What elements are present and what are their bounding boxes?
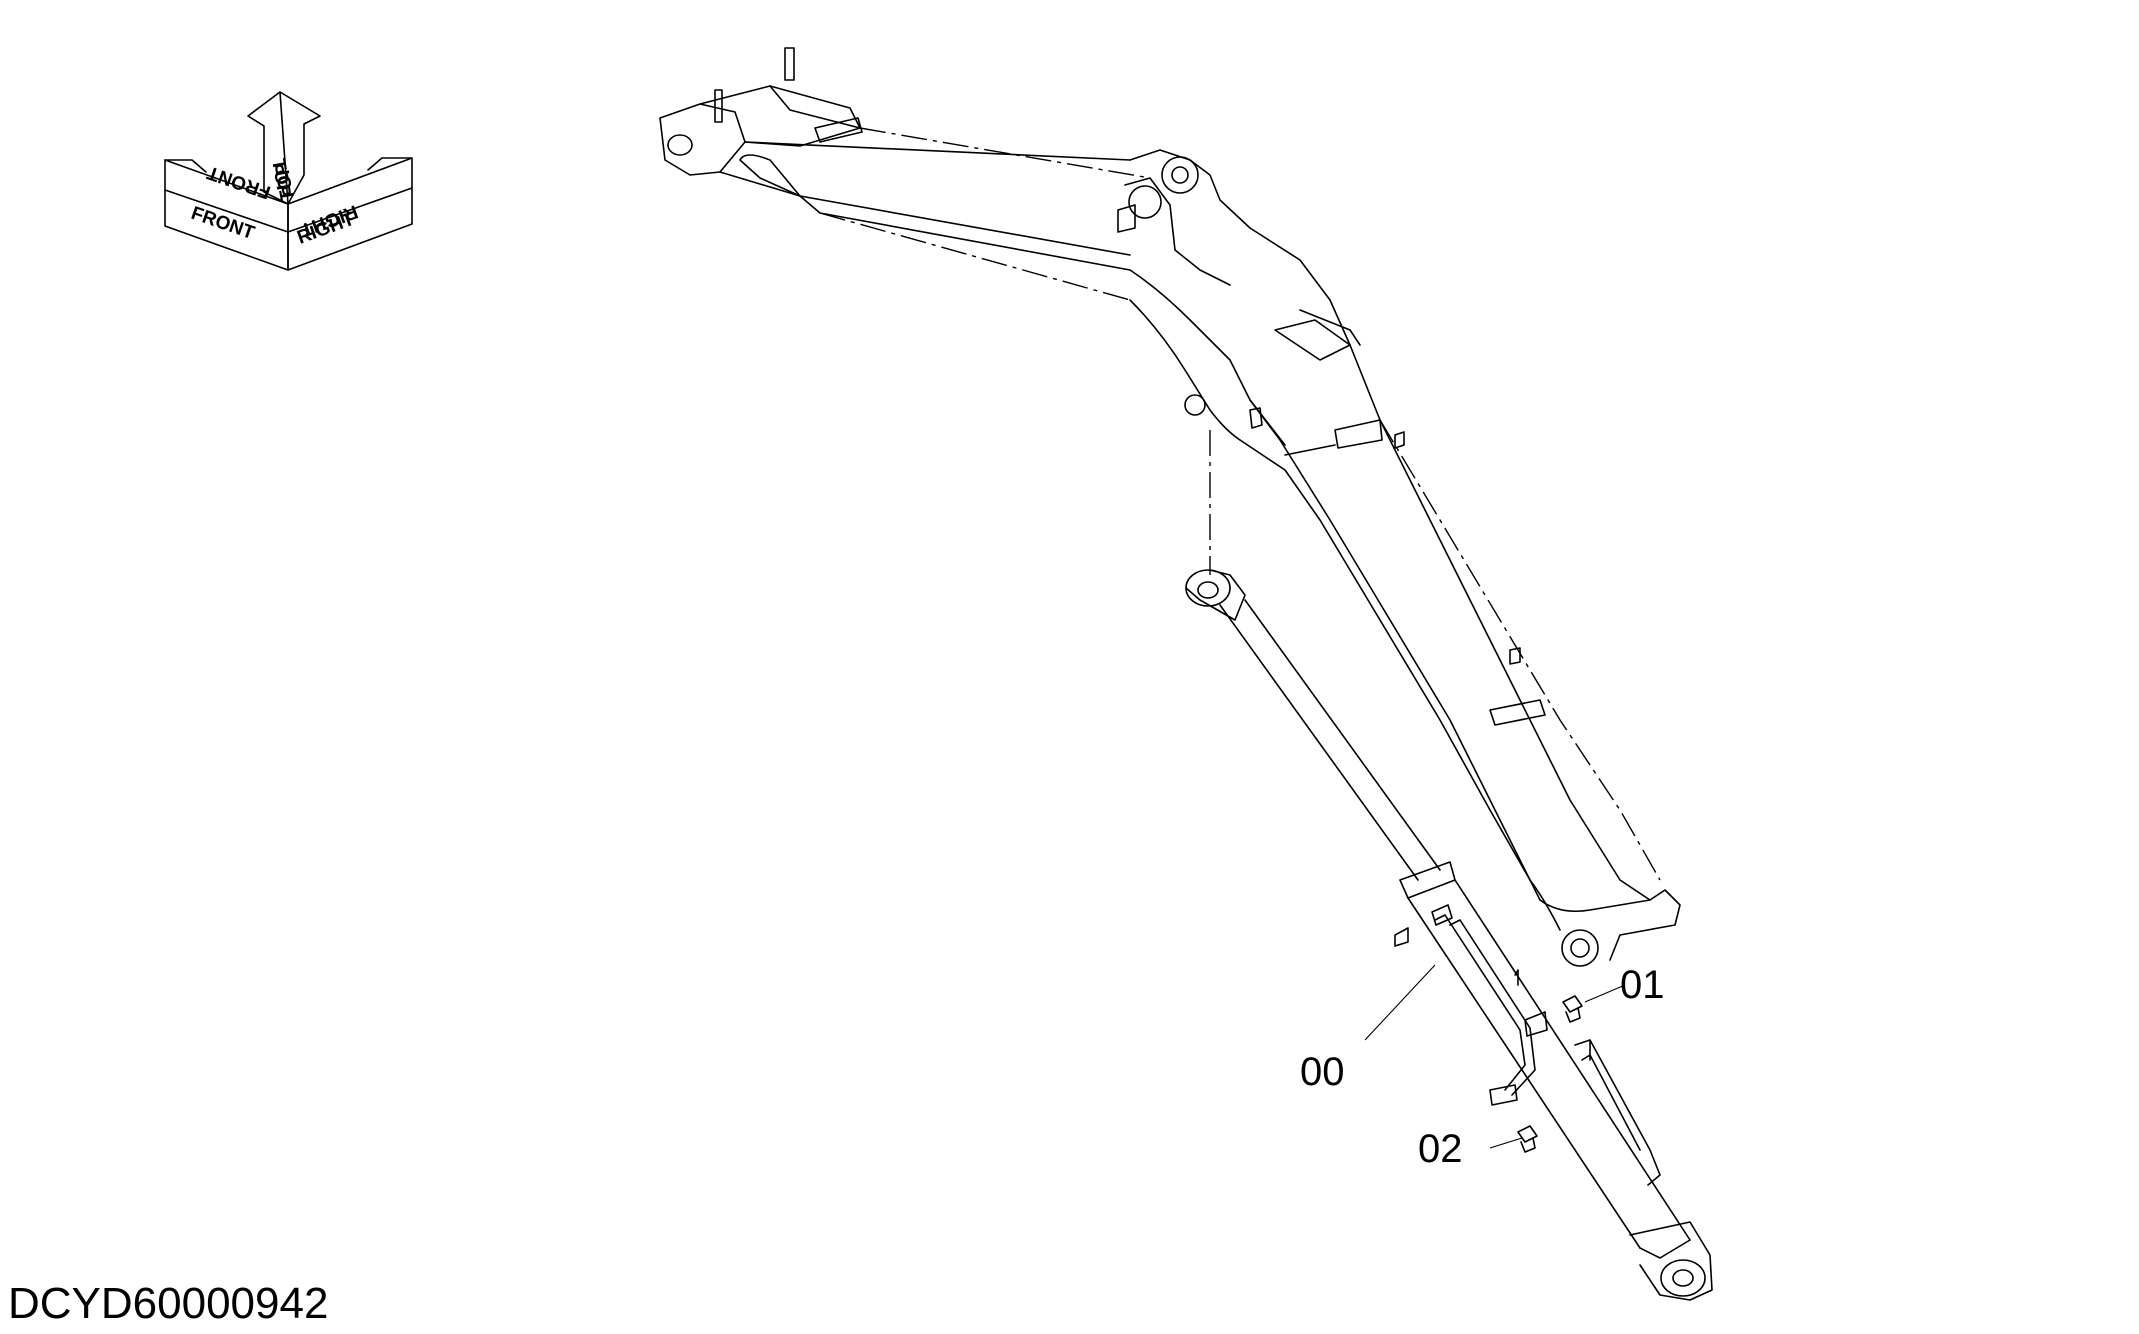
leader-02 — [1489, 1137, 1523, 1149]
boom-cylinder — [1185, 569, 1713, 1301]
callout-00[interactable]: 00 — [1300, 1050, 1345, 1094]
leader-01 — [1584, 984, 1626, 1003]
document-id: DCYD60000942 — [8, 1279, 329, 1328]
orientation-indicator: FRONT FRONT RIGHT RIGHT TOP TOP — [164, 91, 413, 271]
callout-01[interactable]: 01 — [1620, 963, 1665, 1007]
fitting-02 — [1517, 1125, 1538, 1153]
callout-02[interactable]: 02 — [1418, 1127, 1463, 1171]
fitting-01 — [1562, 995, 1583, 1023]
label-front-mirror: FRONT — [204, 161, 273, 202]
leader-00 — [1364, 964, 1436, 1041]
boom-arm — [659, 47, 1681, 967]
